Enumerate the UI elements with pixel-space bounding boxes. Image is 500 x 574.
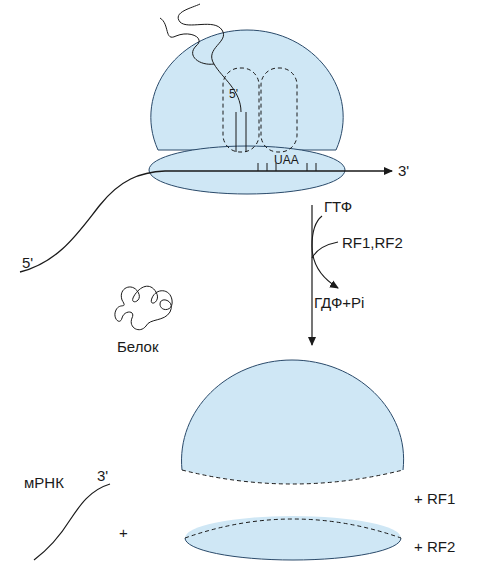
protein-label: Белок — [117, 338, 159, 355]
large-subunit-interface — [182, 470, 403, 484]
product-label: ГДФ+Pi — [314, 294, 364, 311]
reagent-label: ГТФ — [324, 198, 352, 215]
strand-end: 3' — [398, 162, 409, 179]
free-large-subunit — [182, 360, 404, 484]
nascent-peptide — [160, 4, 241, 112]
strand-end: 5' — [22, 254, 33, 271]
trna-stem — [236, 112, 246, 152]
factor-label: + RF2 — [414, 538, 455, 555]
large-subunit-outline — [182, 360, 404, 470]
reaction-arrow — [311, 205, 312, 345]
a-site — [261, 68, 297, 152]
protein-coil — [115, 286, 172, 329]
small-subunit-interface — [185, 519, 401, 538]
large-subunit — [151, 30, 343, 150]
mrna-label: мРНК — [24, 474, 64, 491]
free-small-subunit — [185, 516, 401, 560]
stop-codon: UAA — [274, 152, 299, 169]
small-subunit-outline — [185, 538, 401, 560]
factor-label: RF1,RF2 — [342, 234, 403, 251]
rf-curve — [312, 242, 338, 258]
strand-end: 3' — [97, 467, 108, 484]
free-mrna — [34, 484, 110, 560]
factor-label: + RF1 — [414, 490, 455, 507]
mrna-strand — [20, 171, 392, 272]
strand-end: 5' — [229, 86, 238, 103]
gtp-curve — [312, 216, 338, 288]
small-subunit — [149, 146, 345, 194]
plus-sign: + — [119, 524, 128, 541]
